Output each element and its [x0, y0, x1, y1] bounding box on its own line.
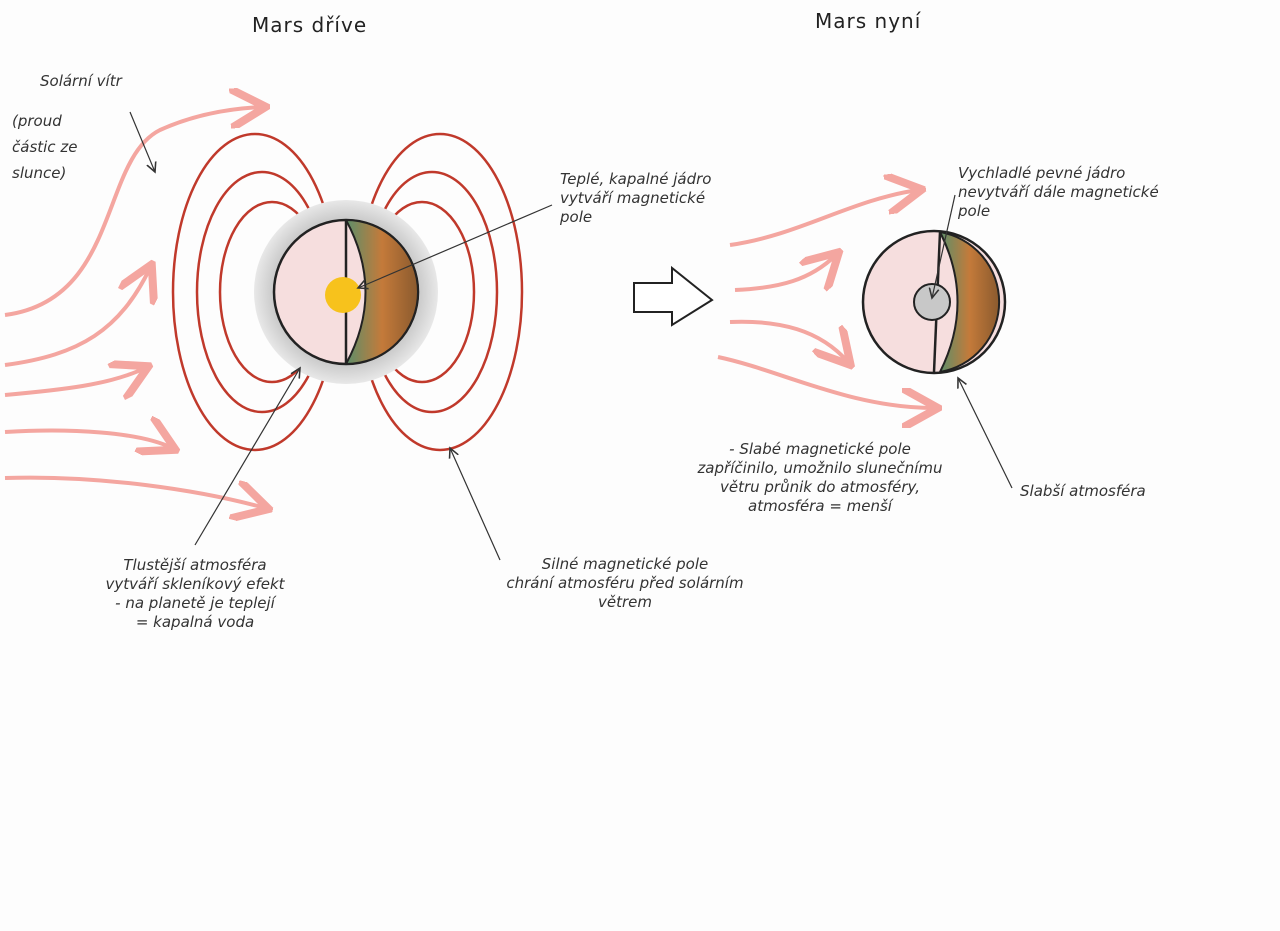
note-line: Silné magnetické pole: [541, 555, 709, 573]
note-line: chrání atmosféru před solárním: [506, 574, 744, 592]
label-weak-field: - Slabé magnetické pole zapříčinilo, umo…: [665, 440, 975, 516]
title-mars-now: Mars nyní: [815, 9, 922, 33]
solar-wind-arrows-now: [717, 190, 934, 408]
note-line: (proud: [12, 112, 62, 130]
note-line: částic ze: [12, 138, 78, 156]
note-line: = kapalná voda: [135, 613, 255, 631]
title-mars-before: Mars dříve: [252, 13, 368, 37]
note-line: slunce): [12, 164, 67, 182]
note-line: vytváří skleníkový efekt: [105, 575, 285, 593]
cold-core: [913, 283, 951, 321]
label-thick-atmosphere: Tlustější atmosféra vytváří skleníkový e…: [60, 556, 330, 632]
note-line: Teplé, kapalné jádro: [560, 170, 712, 188]
mars-now: [861, 229, 1007, 375]
note-line: větru průnik do atmosféry,: [719, 478, 921, 496]
note-line: nevytváří dále magnetické: [958, 183, 1159, 201]
note-line: - na planetě je teplejí: [115, 594, 275, 612]
pointer-lines: [129, 111, 1013, 561]
label-hot-core: Teplé, kapalné jádro vytváří magnetické …: [560, 170, 711, 227]
note-line: vytváří magnetické: [560, 189, 706, 207]
label-solar-wind-note: (proud částic ze slunce): [12, 108, 77, 186]
solar-wind-arrows-before: [4, 107, 265, 508]
note-line: atmosféra = menší: [748, 497, 892, 515]
label-strong-field: Silné magnetické pole chrání atmosféru p…: [455, 555, 795, 612]
hot-core: [325, 277, 361, 313]
transition-arrow-icon: [633, 265, 714, 327]
note-line: pole: [560, 208, 593, 226]
mars-before: [254, 200, 438, 384]
label-solar-wind: Solární vítr: [40, 72, 122, 90]
note-line: - Slabé magnetické pole: [729, 440, 911, 458]
note-line: pole: [958, 202, 991, 220]
note-line: Vychladlé pevné jádro: [958, 164, 1126, 182]
note-line: větrem: [598, 593, 652, 611]
note-line: Tlustější atmosféra: [123, 556, 267, 574]
label-weaker-atmosphere: Slabší atmosféra: [1020, 482, 1146, 500]
note-line: zapříčinilo, umožnilo slunečnímu: [697, 459, 943, 477]
label-cold-core: Vychladlé pevné jádro nevytváří dále mag…: [958, 164, 1159, 221]
